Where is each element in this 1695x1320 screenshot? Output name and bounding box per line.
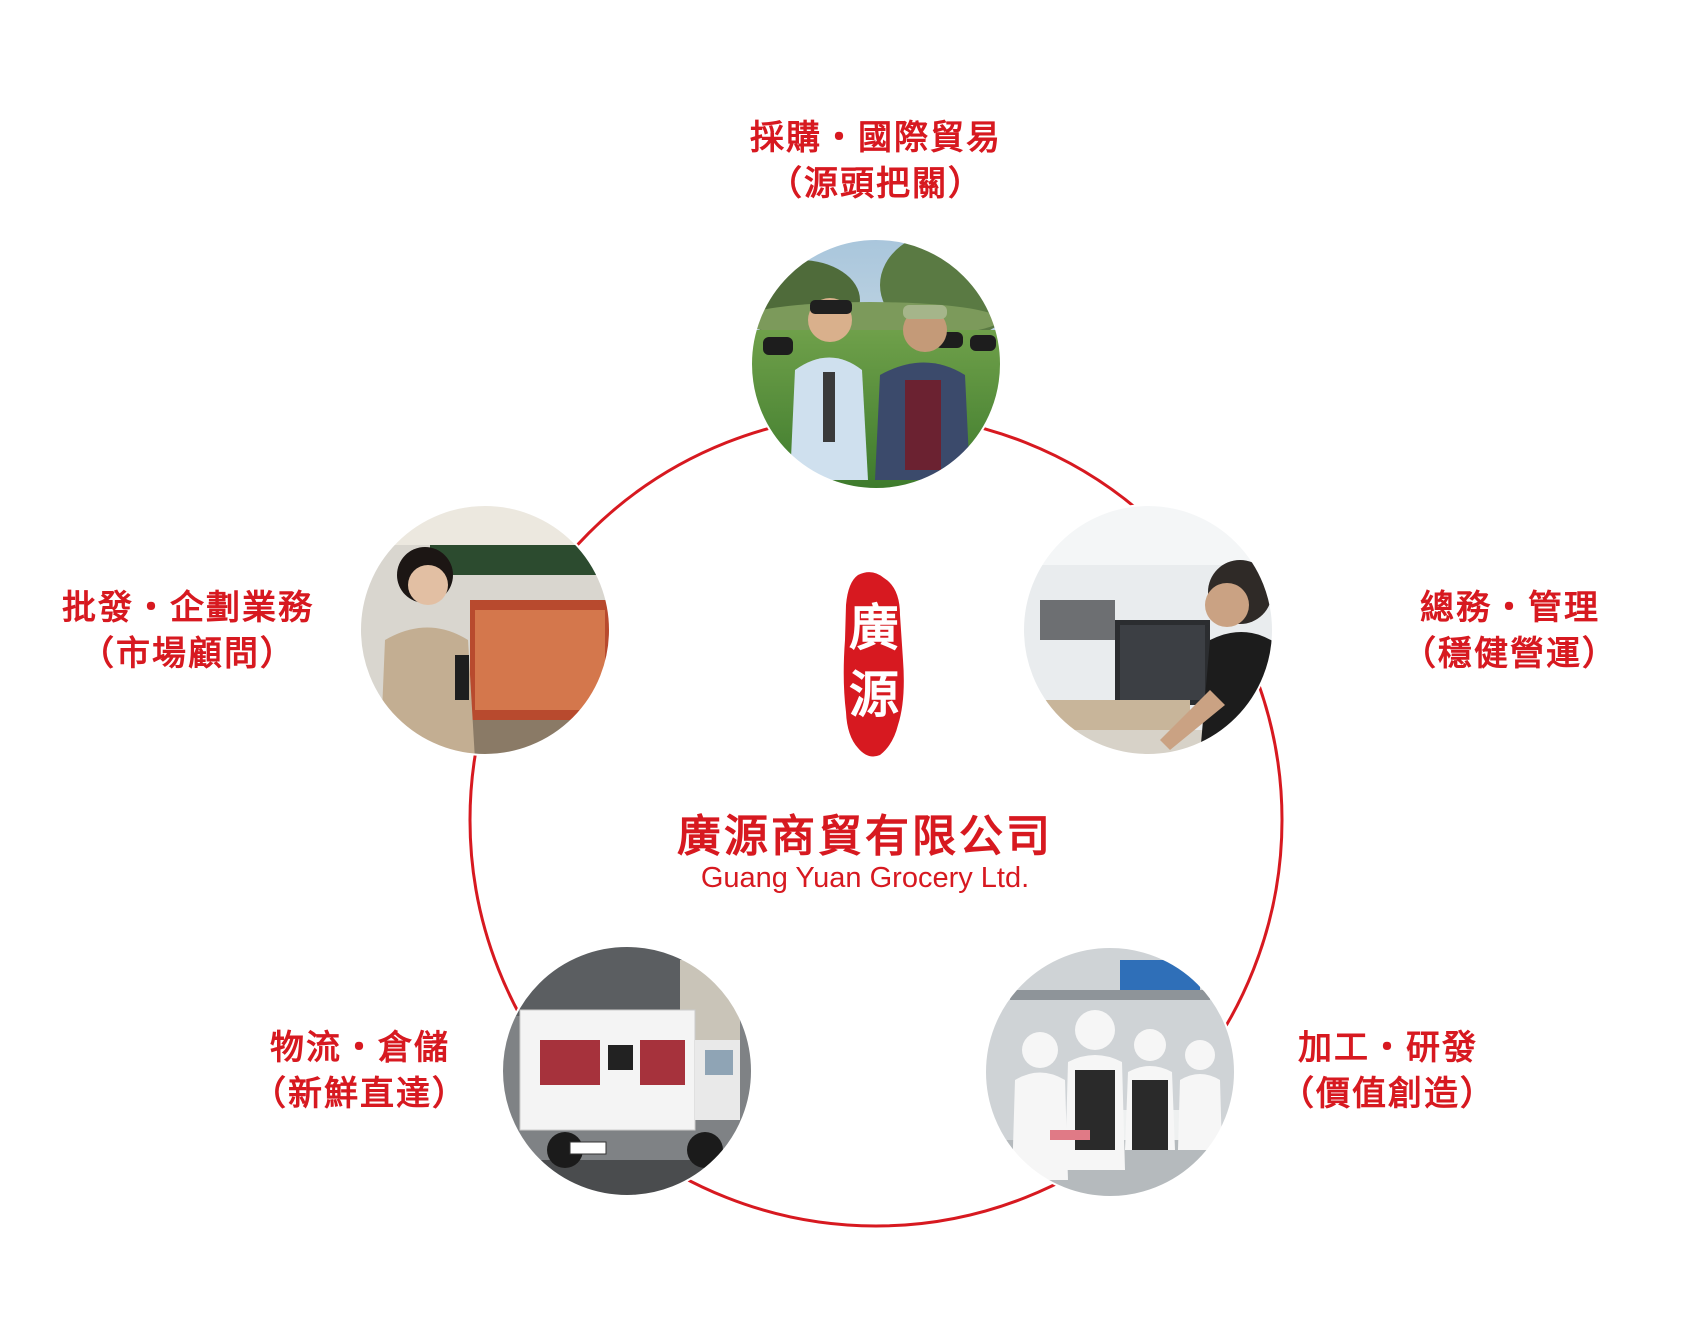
company-name-chinese: 廣源商貿有限公司 bbox=[677, 811, 1053, 862]
admin-title: 總務・管理 bbox=[1420, 588, 1600, 628]
seal-char-2: 源 bbox=[849, 665, 899, 724]
company-seal-logo: 廣 源 bbox=[843, 572, 904, 757]
seal-char-1: 廣 bbox=[849, 598, 899, 657]
node-label-logistics: 物流・倉儲 （新鮮直達） bbox=[252, 1025, 468, 1117]
node-label-processing: 加工・研發 （價值創造） bbox=[1280, 1025, 1496, 1117]
farm-cattle-photo bbox=[751, 239, 1001, 489]
sales-title: 批發・企劃業務 bbox=[62, 588, 314, 628]
logistics-subtitle: （新鮮直達） bbox=[252, 1074, 468, 1114]
procurement-title: 採購・國際貿易 bbox=[750, 118, 1002, 158]
node-label-sales: 批發・企劃業務 （市場顧問） bbox=[62, 585, 314, 677]
processing-subtitle: （價值創造） bbox=[1280, 1074, 1496, 1114]
node-label-admin: 總務・管理 （穩健營運） bbox=[1402, 585, 1618, 677]
admin-subtitle: （穩健營運） bbox=[1402, 634, 1618, 674]
processing-title: 加工・研發 bbox=[1298, 1028, 1478, 1068]
logistics-title: 物流・倉儲 bbox=[270, 1028, 450, 1068]
meat-processing-photo bbox=[985, 947, 1235, 1197]
sales-subtitle: （市場顧問） bbox=[80, 634, 296, 674]
company-name-english: Guang Yuan Grocery Ltd. bbox=[700, 862, 1030, 894]
delivery-truck-photo bbox=[502, 946, 752, 1196]
trade-show-photo bbox=[360, 505, 610, 755]
node-label-procurement: 採購・國際貿易 （源頭把關） bbox=[750, 115, 1002, 207]
procurement-subtitle: （源頭把關） bbox=[768, 164, 984, 204]
office-worker-photo bbox=[1023, 505, 1273, 755]
